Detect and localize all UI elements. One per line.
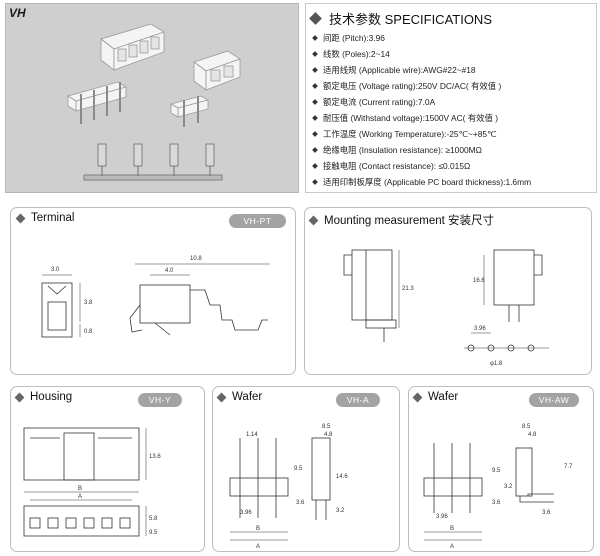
- bullet-icon: [312, 83, 318, 89]
- dim-label: A: [450, 544, 454, 550]
- terminal-title: Terminal: [15, 212, 75, 224]
- housing-heading: Housing: [30, 391, 73, 403]
- housing-part-tag: VH-Y: [138, 393, 182, 407]
- wafer-a-title: Wafer: [216, 391, 263, 403]
- dim-label: 4.0: [165, 268, 174, 274]
- bullet-icon: [312, 99, 318, 105]
- dim-label: 3.0: [51, 267, 60, 273]
- spec-row: 耐压值 (Withstand voltage):1500V AC( 有效值 ): [312, 112, 498, 124]
- dim-label: A: [256, 544, 260, 550]
- dim-label: A: [78, 494, 82, 500]
- dim-label: 3.2: [504, 484, 513, 490]
- spec-insulation: 绝缘电阻 (Insulation resistance): ≥1000MΩ: [323, 145, 482, 155]
- dim-label: 21.3: [402, 286, 414, 292]
- diamond-icon: [216, 392, 227, 402]
- spec-row: 间距 (Pitch):3.96: [312, 32, 385, 44]
- dim-label: 3.96: [474, 326, 486, 332]
- spec-row: 线数 (Poles):2~14: [312, 48, 390, 60]
- dim-label: B: [78, 486, 82, 492]
- bullet-icon: [312, 115, 318, 121]
- dim-label: 16.6: [473, 278, 485, 284]
- bullet-icon: [312, 67, 318, 73]
- dim-label: 3.96: [240, 510, 252, 516]
- wafer-aw-part-tag: VH-AW: [529, 393, 579, 407]
- spec-row: 额定电流 (Current rating):7.0A: [312, 96, 436, 108]
- dim-label: 10.8: [190, 256, 202, 262]
- dim-label: 8.5: [522, 424, 531, 430]
- spec-pitch: 间距 (Pitch):3.96: [323, 33, 385, 43]
- mounting-title: Mounting measurement 安装尺寸: [308, 212, 495, 228]
- mounting-drawing: 21.3 16.6 3.96 φ1.8: [343, 249, 549, 367]
- dim-label: 3.96: [436, 514, 448, 520]
- spec-wire: 适用线规 (Applicable wire):AWG#22~#18: [323, 65, 476, 75]
- bullet-icon: [312, 35, 318, 41]
- dim-label: φ1.8: [490, 361, 503, 367]
- dim-label: 3.8: [84, 300, 93, 306]
- spec-row: 适用线规 (Applicable wire):AWG#22~#18: [312, 64, 476, 76]
- spec-row: 接触电阻 (Contact resistance): ≤0.015Ω: [312, 160, 471, 172]
- dim-label: 1.14: [246, 432, 258, 438]
- bullet-icon: [312, 131, 318, 137]
- spec-contact: 接触电阻 (Contact resistance): ≤0.015Ω: [323, 161, 471, 171]
- dim-label: 4.8: [324, 432, 333, 438]
- dim-label: 9.5: [294, 466, 303, 472]
- bullet-icon: [312, 147, 318, 153]
- diamond-icon: [412, 392, 423, 402]
- spec-current: 额定电流 (Current rating):7.0A: [323, 97, 436, 107]
- dim-label: 13.6: [149, 454, 161, 460]
- bullet-icon: [312, 163, 318, 169]
- mounting-heading: Mounting measurement 安装尺寸: [324, 215, 495, 227]
- spec-voltage: 额定电压 (Voltage rating):250V DC/AC( 有效值 ): [323, 81, 502, 91]
- terminal-drawing: 3.0 3.8 0.8 10.8 4.0: [41, 256, 270, 338]
- spec-pcb: 适用印制板厚度 (Applicable PC board thickness):…: [323, 177, 532, 187]
- dim-label: 14.6: [336, 474, 348, 480]
- spec-row: 适用印制板厚度 (Applicable PC board thickness):…: [312, 176, 532, 188]
- housing-panel: [10, 386, 205, 552]
- diamond-icon: [14, 392, 25, 402]
- specifications-panel: [305, 3, 597, 193]
- wafer-a-panel: [212, 386, 400, 552]
- dim-label: 9.5: [149, 530, 158, 536]
- connector-illustration: [67, 23, 241, 181]
- dim-label: 9.5: [492, 468, 501, 474]
- spec-withstand: 耐压值 (Withstand voltage):1500V AC( 有效值 ): [323, 113, 498, 123]
- wafer-a-drawing: 1.14 8.5 4.8 9.5 14.6 3.96 3.6 3.2 B A: [229, 424, 348, 550]
- bullet-icon: [312, 179, 318, 185]
- housing-title: Housing: [14, 391, 73, 403]
- dim-label: 5.8: [149, 516, 158, 522]
- dim-label: 4.8: [528, 432, 537, 438]
- dim-label: 3.2: [336, 508, 345, 514]
- wafer-aw-drawing: 8.5 4.8 7.7 9.5 3.96 3.6 3.2 B A 3.6: [423, 424, 573, 550]
- dim-label: 7.7: [564, 464, 573, 470]
- terminal-heading: Terminal: [31, 212, 75, 224]
- wafer-aw-heading: Wafer: [428, 391, 459, 403]
- diamond-icon: [309, 12, 322, 25]
- spec-row: 工作温度 (Working Temperature):-25℃~+85℃: [312, 128, 497, 140]
- spec-temperature: 工作温度 (Working Temperature):-25℃~+85℃: [323, 129, 497, 139]
- bullet-icon: [312, 51, 318, 57]
- wafer-aw-title: Wafer: [412, 391, 459, 403]
- series-label: VH: [9, 6, 26, 20]
- dim-label: B: [450, 526, 454, 532]
- dim-label: 3.6: [296, 500, 305, 506]
- specifications-heading: 技术参数 SPECIFICATIONS: [329, 12, 492, 27]
- dim-label: B: [256, 526, 260, 532]
- terminal-part-tag: VH-PT: [229, 214, 286, 228]
- diamond-icon: [308, 215, 319, 225]
- wafer-a-heading: Wafer: [232, 391, 263, 403]
- diamond-icon: [15, 213, 26, 223]
- dim-label: 3.6: [492, 500, 501, 506]
- dim-label: 0.8: [84, 329, 93, 335]
- specifications-title: 技术参数 SPECIFICATIONS: [309, 9, 492, 28]
- spec-row: 额定电压 (Voltage rating):250V DC/AC( 有效值 ): [312, 80, 502, 92]
- wafer-aw-panel: [408, 386, 594, 552]
- dim-label: 8.5: [322, 424, 331, 430]
- product-photo: [5, 3, 299, 193]
- wafer-a-part-tag: VH-A: [336, 393, 380, 407]
- terminal-panel: [10, 207, 296, 375]
- housing-drawing: 13.6 B A 5.8 9.5: [23, 427, 161, 537]
- spec-poles: 线数 (Poles):2~14: [323, 49, 390, 59]
- spec-row: 绝缘电阻 (Insulation resistance): ≥1000MΩ: [312, 144, 482, 156]
- dim-label: 3.6: [542, 510, 551, 516]
